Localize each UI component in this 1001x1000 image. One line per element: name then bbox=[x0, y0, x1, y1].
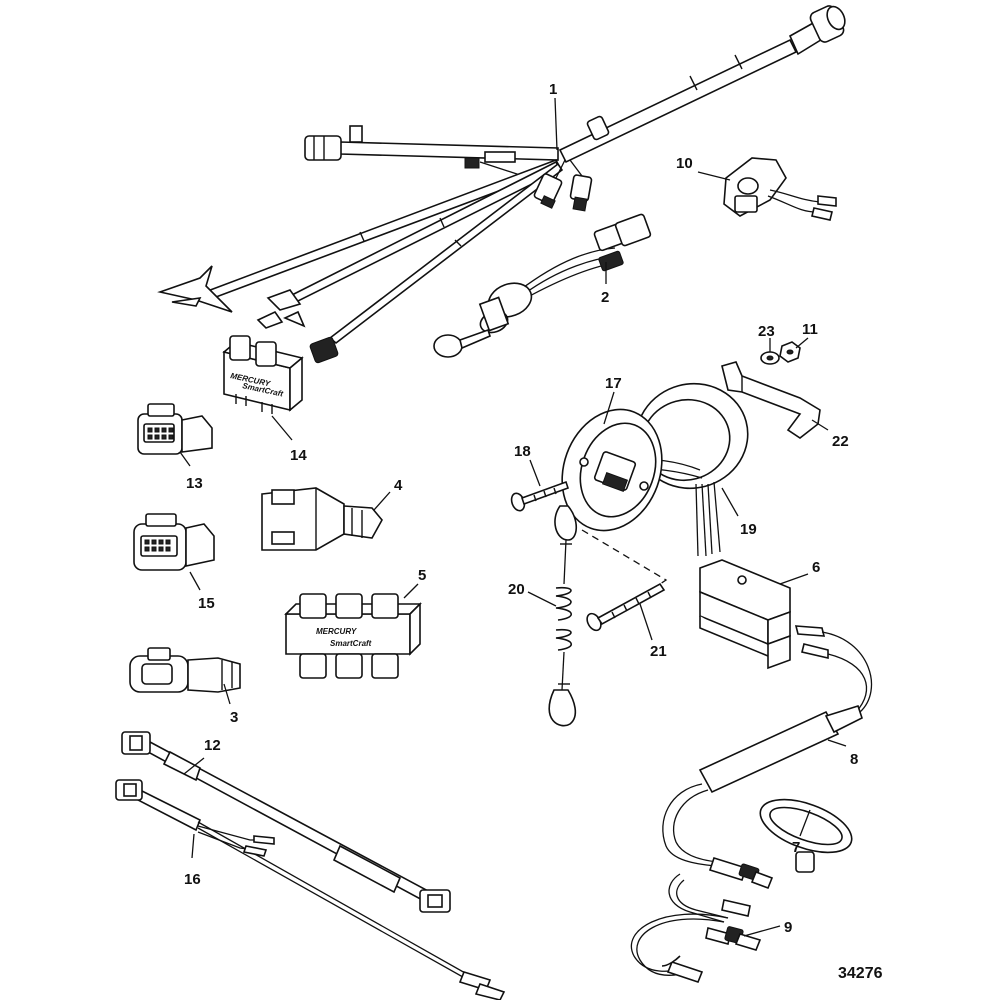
callout-9: 9 bbox=[784, 919, 792, 936]
callout-1: 1 bbox=[549, 81, 557, 98]
screw-18 bbox=[510, 480, 570, 512]
brand-label-5-a: MERCURY bbox=[316, 627, 357, 636]
wiring-harness-1 bbox=[157, 5, 846, 364]
leads-9 bbox=[630, 873, 762, 983]
leader-lines bbox=[179, 97, 847, 937]
callout-5: 5 bbox=[418, 567, 426, 584]
washer-23 bbox=[760, 351, 780, 365]
callout-12: 12 bbox=[204, 737, 221, 754]
key-switch-2 bbox=[433, 213, 652, 358]
connector-15 bbox=[133, 513, 215, 571]
callout-16: 16 bbox=[184, 871, 201, 888]
sender-8 bbox=[662, 625, 873, 890]
brand-label-5-b: SmartCraft bbox=[330, 639, 372, 648]
connector-13 bbox=[137, 403, 213, 455]
callout-22: 22 bbox=[832, 433, 849, 450]
callout-23: 23 bbox=[758, 323, 775, 340]
callout-19: 19 bbox=[740, 521, 757, 538]
junction-box-14: MERCURY SmartCraft bbox=[222, 335, 304, 414]
callout-20: 20 bbox=[508, 581, 525, 598]
callout-numbers: 1 2 3 4 5 6 7 8 9 10 11 12 13 14 15 16 1… bbox=[184, 81, 858, 936]
connector-4 bbox=[261, 487, 383, 551]
callout-14: 14 bbox=[290, 447, 307, 464]
callout-8: 8 bbox=[850, 751, 858, 768]
callout-3: 3 bbox=[230, 709, 238, 726]
switch-10 bbox=[723, 157, 837, 221]
callout-6: 6 bbox=[812, 559, 820, 576]
callout-17: 17 bbox=[605, 375, 622, 392]
bezel-17 bbox=[561, 408, 703, 532]
junction-box-5: MERCURY SmartCraft bbox=[284, 593, 422, 679]
lanyard-20 bbox=[548, 505, 578, 727]
callout-4: 4 bbox=[394, 477, 403, 494]
nut-11 bbox=[779, 341, 801, 363]
cable-16 bbox=[115, 779, 506, 1000]
bracket-22 bbox=[721, 361, 821, 439]
figure-number: 34276 bbox=[838, 965, 883, 982]
clamp-7 bbox=[759, 798, 853, 873]
connector-3 bbox=[129, 647, 241, 693]
callout-11: 11 bbox=[802, 321, 818, 338]
terminal-block-6 bbox=[699, 559, 791, 670]
callout-15: 15 bbox=[198, 595, 215, 612]
callout-13: 13 bbox=[186, 475, 203, 492]
callout-21: 21 bbox=[650, 643, 667, 660]
cable-12 bbox=[121, 731, 451, 913]
screw-21 bbox=[586, 582, 666, 632]
callout-10: 10 bbox=[676, 155, 693, 172]
callout-18: 18 bbox=[514, 443, 531, 460]
callout-7: 7 bbox=[792, 839, 800, 856]
callout-2: 2 bbox=[601, 289, 609, 306]
